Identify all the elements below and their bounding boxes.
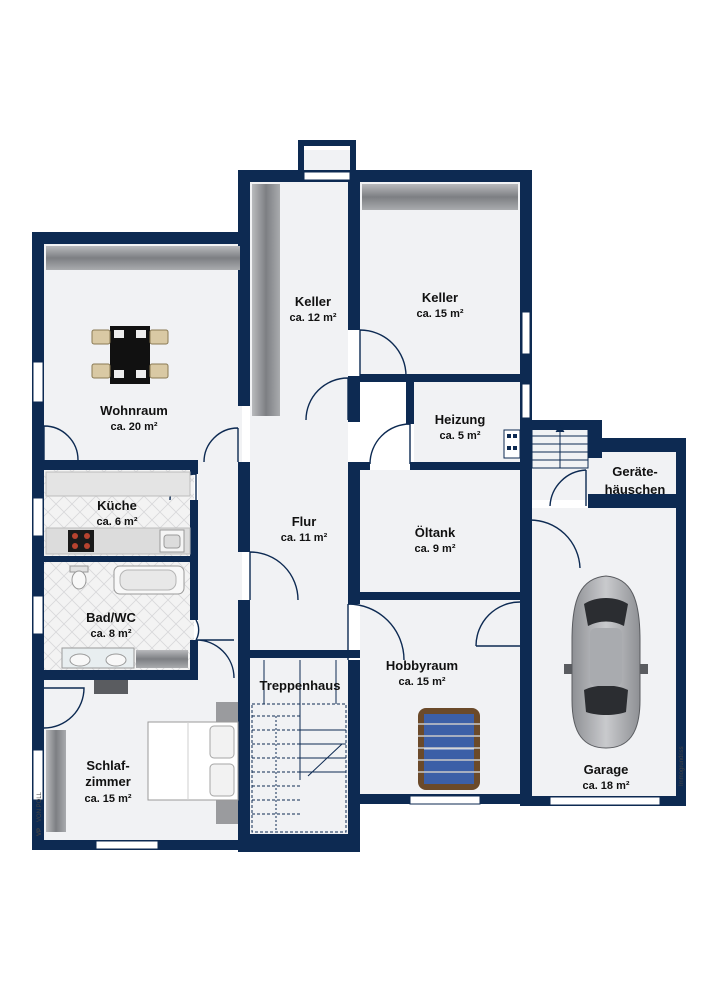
room-name: Garage: [584, 762, 629, 777]
logo-mark: VP: [37, 828, 43, 836]
door-swing-icon: [347, 603, 405, 661]
room-area: ca. 6 m²: [97, 516, 138, 528]
shelf-icon: [46, 730, 66, 832]
room-name: häuschen: [605, 482, 666, 497]
door-swing-icon: [369, 423, 411, 465]
door-swing-icon: [43, 425, 79, 461]
door-swing-icon: [203, 427, 239, 463]
door-swing-icon: [195, 639, 235, 679]
room-name: Küche: [97, 498, 137, 513]
room-area: ca. 8 m²: [91, 628, 132, 640]
shelf-icon: [46, 246, 240, 270]
door-swings: [43, 329, 587, 729]
door-swing-icon: [359, 329, 407, 377]
double-sink-icon: [61, 647, 188, 669]
windows: [32, 171, 661, 850]
door-swing-icon: [475, 601, 521, 647]
room-name: Flur: [292, 514, 317, 529]
sink-icon: [159, 529, 185, 553]
shelf-icon: [94, 680, 128, 694]
room-area: ca. 11 m²: [281, 532, 328, 544]
toilet-icon: [69, 565, 89, 590]
door-swing-icon: [305, 377, 349, 421]
room-labels: Wohnraum ca. 20 m² Keller ca. 12 m² Kell…: [84, 290, 665, 805]
door-swing-icon: [529, 519, 581, 569]
stairs-icon: [251, 425, 589, 833]
room-name: Hobbyraum: [386, 658, 458, 673]
room-name: Geräte-: [612, 464, 658, 479]
room-name: Bad/WC: [86, 610, 136, 625]
room-area: ca. 9 m²: [415, 543, 456, 555]
room-name: Keller: [295, 294, 331, 309]
bed-icon: [147, 702, 239, 824]
logo-text: VON POLL: [37, 791, 43, 822]
room-area: ca. 15 m²: [416, 308, 463, 320]
shelf-icon: [362, 184, 518, 210]
shelves: [46, 184, 518, 832]
shelf-icon: [252, 184, 280, 416]
door-swing-icon: [195, 619, 200, 641]
room-area: ca. 20 m²: [110, 421, 157, 433]
room-name: Treppenhaus: [260, 678, 341, 693]
car-icon: [564, 575, 648, 749]
room-area: ca. 15 m²: [398, 676, 445, 688]
room-name: Heizung: [435, 412, 486, 427]
room-area: ca. 15 m²: [84, 793, 131, 805]
dining-table-icon: [91, 326, 169, 384]
room-area: ca. 18 m²: [582, 780, 629, 792]
room-name: Wohnraum: [100, 403, 168, 418]
immogrundriss-label: Immogrundriss: [679, 746, 685, 786]
door-swing-icon: [249, 551, 299, 601]
door-swing-icon: [43, 687, 85, 729]
stove-icon: [68, 530, 94, 552]
room-area: ca. 12 m²: [289, 312, 336, 324]
room-name: Keller: [422, 290, 458, 305]
room-area: ca. 5 m²: [440, 430, 481, 442]
room-name: Öltank: [415, 525, 456, 540]
foosball-table-icon: [418, 708, 480, 790]
room-name: Schlaf-: [86, 758, 129, 773]
meter-box-icon: [503, 429, 521, 459]
door-swing-icon: [549, 469, 587, 507]
bathtub-icon: [113, 565, 185, 595]
room-name: zimmer: [85, 774, 131, 789]
